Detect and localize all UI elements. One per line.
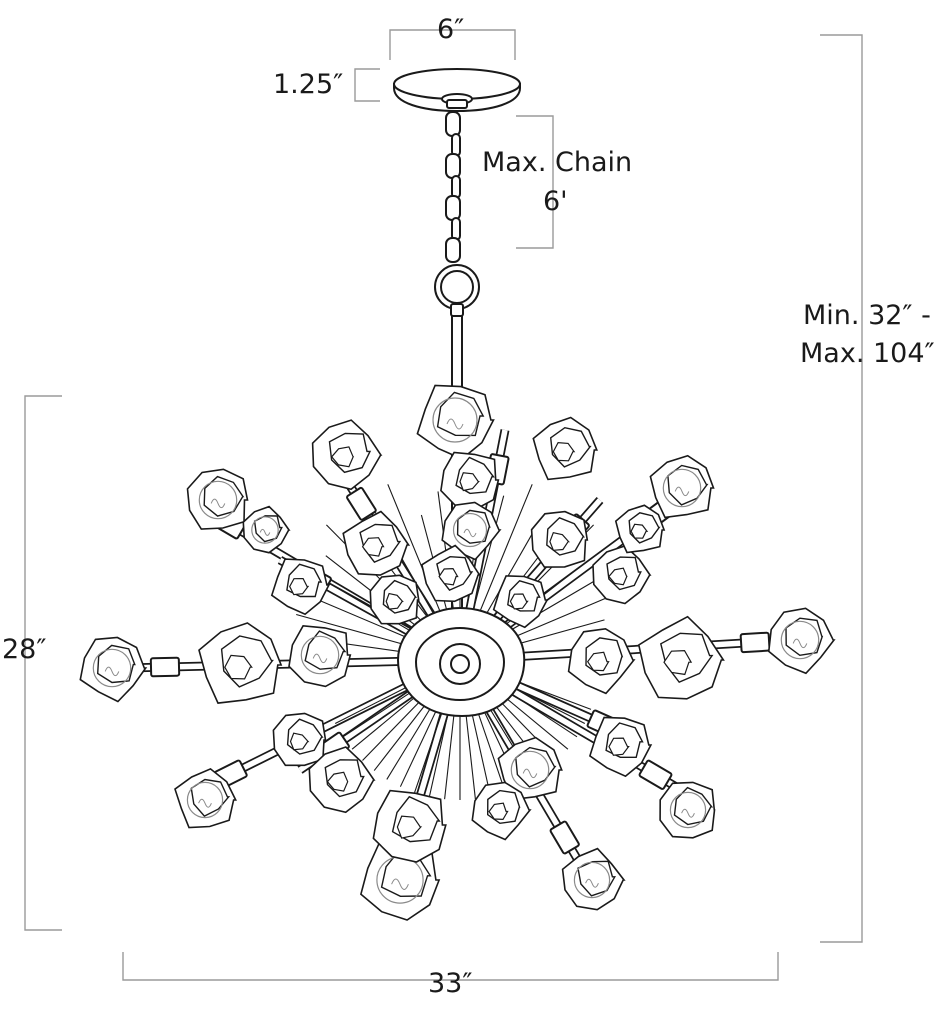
bulb (510, 750, 550, 790)
canopy-width-label: 6″ (437, 14, 465, 45)
flower (198, 622, 283, 704)
chain-label: Max. Chain (482, 147, 633, 178)
flower (649, 454, 715, 519)
bulb (662, 468, 702, 508)
flower (372, 789, 447, 863)
flower (530, 510, 589, 568)
flower (186, 468, 249, 530)
chain (434, 111, 480, 310)
flower (359, 842, 441, 921)
flower (420, 544, 481, 603)
flower (311, 419, 383, 491)
canopy (393, 68, 521, 113)
flower (272, 712, 327, 767)
canopy-height-bracket (354, 68, 380, 102)
fixture-height-label: 28″ (2, 634, 47, 665)
chain-value-label: 6' (543, 186, 568, 217)
fixture-width-label: 33″ (428, 968, 473, 999)
flower (369, 574, 420, 625)
chain-length-bracket (516, 115, 554, 249)
flower (767, 607, 836, 675)
bulb (92, 648, 132, 688)
flower (492, 575, 549, 629)
flower (588, 716, 653, 778)
flower (174, 767, 237, 829)
bulb (251, 516, 279, 544)
flower (561, 847, 626, 911)
bulb (573, 861, 611, 899)
canopy-height-label: 1.25″ (273, 69, 344, 100)
flower (441, 501, 502, 561)
bulb (452, 512, 488, 548)
flower (242, 505, 291, 554)
central-hub (396, 606, 526, 718)
dimension-lines (24, 29, 863, 981)
flower (637, 615, 725, 700)
flower (567, 627, 636, 695)
overall-height-max-label: Max. 104″ (800, 338, 934, 369)
bulb (186, 781, 224, 819)
flower (532, 416, 598, 481)
flower (592, 544, 652, 605)
fixture-height-bracket (24, 395, 62, 931)
canopy-width-bracket (389, 29, 516, 60)
flower (79, 636, 148, 703)
flower (288, 624, 352, 688)
bulb (198, 480, 238, 520)
fixture-width-bracket (122, 952, 779, 981)
bulb (669, 791, 707, 829)
flower (659, 781, 716, 839)
flower (497, 736, 563, 801)
flower (416, 384, 495, 460)
bulb (432, 397, 478, 443)
flower-cluster (79, 384, 836, 921)
flower (614, 504, 666, 554)
flower (342, 510, 411, 576)
flower (440, 451, 500, 511)
bulb (780, 620, 820, 660)
flower (471, 781, 532, 841)
overall-height-min-label: Min. 32″ - (803, 300, 931, 331)
overall-height-bracket (820, 34, 863, 943)
flower (270, 558, 331, 616)
flower (308, 746, 376, 814)
bulb (300, 635, 340, 675)
